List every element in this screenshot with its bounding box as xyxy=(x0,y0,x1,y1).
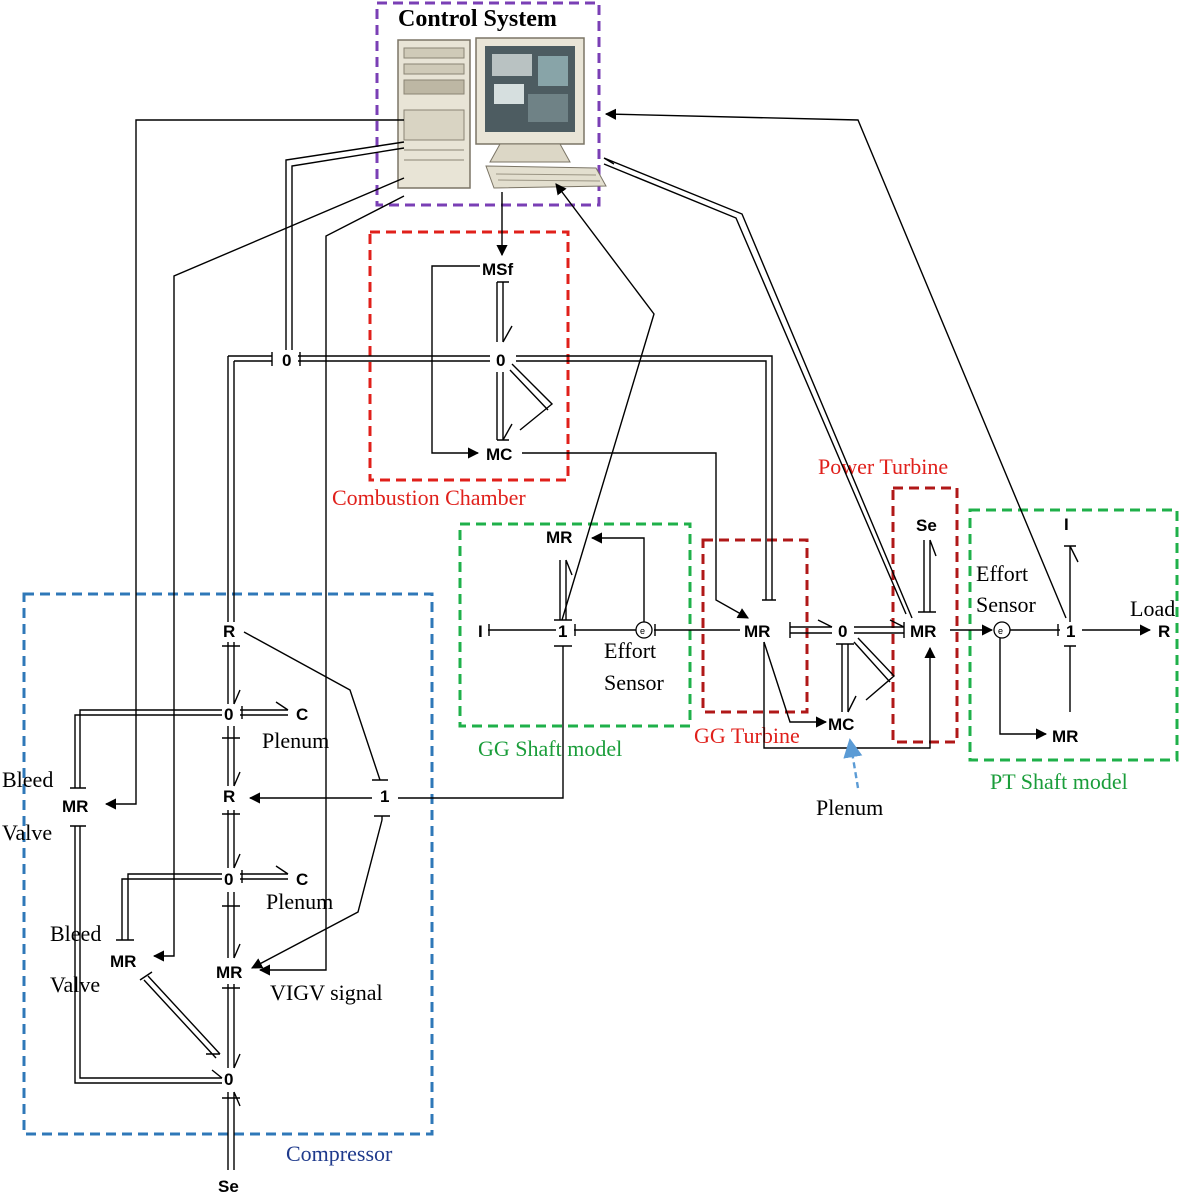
junction-0-compressor-1: 0 xyxy=(224,705,233,724)
junction-0-compressor-inlet: 0 xyxy=(224,1070,233,1089)
bleed-label-1: Bleed xyxy=(2,767,53,792)
gg-turbine-box xyxy=(701,538,809,714)
c-node-1: C xyxy=(296,705,308,724)
plenum-label-1: Plenum xyxy=(262,728,329,753)
compressor-label: Compressor xyxy=(286,1141,393,1166)
i-node-gg-shaft: I xyxy=(478,622,483,641)
se-node-power-turbine: Se xyxy=(916,516,937,535)
r-node-compressor-top: R xyxy=(223,622,235,641)
sensor-label-pt: Sensor xyxy=(976,592,1037,617)
mr-node-bleed-1: MR xyxy=(62,797,88,816)
combustion-chamber-label: Combustion Chamber xyxy=(332,485,526,510)
junction-1-gg-shaft: 1 xyxy=(558,622,567,641)
msf-node: MSf xyxy=(482,260,514,279)
desktop-computer-icon xyxy=(397,37,607,189)
mr-node-vigv: MR xyxy=(216,963,242,982)
power-turbine-label: Power Turbine xyxy=(818,454,948,479)
gg-shaft-label: GG Shaft model xyxy=(478,736,622,761)
junction-1-compressor: 1 xyxy=(380,787,389,806)
effort-label-pt: Effort xyxy=(976,561,1028,586)
sensor-label-gg: Sensor xyxy=(604,670,665,695)
valve-label-1: Valve xyxy=(2,820,52,845)
control-system-box xyxy=(375,1,601,207)
pt-shaft-box xyxy=(968,508,1179,762)
mc-node-plenum: MC xyxy=(828,715,854,734)
se-node-inlet: Se xyxy=(218,1177,239,1193)
gg-turbine-label: GG Turbine xyxy=(694,723,800,748)
pt-shaft-label: PT Shaft model xyxy=(990,769,1128,794)
mr-node-bleed-2: MR xyxy=(110,952,136,971)
junction-0-top-left: 0 xyxy=(282,351,291,370)
gg-shaft-box xyxy=(458,522,692,728)
mr-node-gg-turbine: MR xyxy=(744,622,770,641)
mr-node-gg-shaft: MR xyxy=(546,528,572,547)
effort-label-gg: Effort xyxy=(604,638,656,663)
load-label: Load xyxy=(1130,596,1175,621)
c-node-2: C xyxy=(296,870,308,889)
effort-sensor-gg-glyph: e xyxy=(640,626,645,636)
junction-0-compressor-2: 0 xyxy=(224,870,233,889)
plenum-label-2: Plenum xyxy=(266,889,333,914)
vigv-signal-label: VIGV signal xyxy=(270,980,383,1005)
junction-0-combustion: 0 xyxy=(496,351,505,370)
plenum-label-3: Plenum xyxy=(816,795,883,820)
control-system-label: Control System xyxy=(398,6,557,32)
i-node-pt-shaft: I xyxy=(1064,515,1069,534)
power-turbine-box xyxy=(891,486,959,744)
junction-0-plenum: 0 xyxy=(838,622,847,641)
bonds xyxy=(70,108,1152,1170)
mc-node-combustion: MC xyxy=(486,445,512,464)
mr-node-pt-shaft: MR xyxy=(1052,727,1078,746)
r-node-load: R xyxy=(1158,622,1170,641)
effort-sensor-pt-glyph: e xyxy=(998,626,1003,636)
r-node-compressor-mid: R xyxy=(223,787,235,806)
junction-1-pt-shaft: 1 xyxy=(1066,622,1075,641)
mr-node-power-turbine: MR xyxy=(910,622,936,641)
